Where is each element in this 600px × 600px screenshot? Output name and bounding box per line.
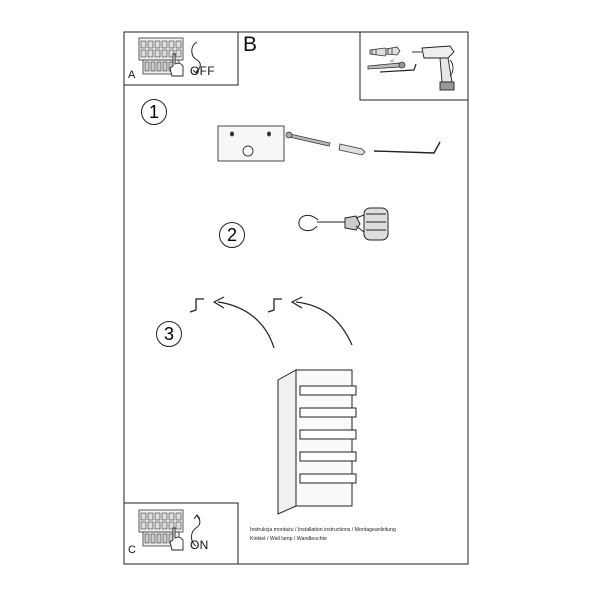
rotate-arrow-icon [191,41,201,74]
page-frame [123,31,469,565]
hook-icon [189,298,282,313]
switch-state-on: ON [190,538,209,552]
hand-icon [169,527,184,551]
wall-plug-icon [369,46,401,57]
rotate-arrow-icon [191,514,201,547]
panel-c-box [123,502,239,565]
panel-a-letter: A [128,69,136,81]
panel-b-box [359,31,469,101]
mounting-plate [217,125,285,162]
wall-plug-icon [338,143,366,156]
step-number-3: 3 [156,321,182,347]
step-number-1: 1 [141,99,167,125]
circuit-breaker-icon [138,509,184,547]
svg-text:x2: x2 [390,58,395,63]
lamp-holder-icon [298,207,389,241]
panel-a-box [123,31,239,86]
hook-icon [373,141,441,154]
screw-icon [367,61,406,70]
circuit-breaker-icon [138,37,184,75]
mount-arrow [212,296,353,349]
lamp-body-icon [277,369,357,515]
hook-icon [379,63,417,73]
screw-icon [285,131,331,147]
switch-state-off: OFF [190,64,215,78]
step-number-2: 2 [219,222,245,248]
drill-icon [412,45,455,91]
footer-product: Kinkiet / Wall lamp / Wandleuchte [250,536,327,542]
panel-b-letter: B [243,33,258,56]
hand-icon [169,53,184,77]
footer-title: Instrukcja montażu / Installation instru… [250,527,396,533]
panel-c-letter: C [128,544,136,556]
